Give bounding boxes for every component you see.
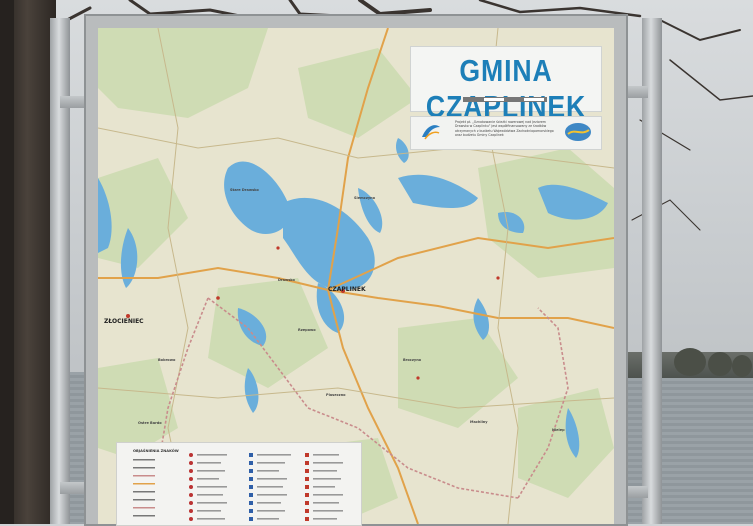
place-label: Nielep [552,428,565,432]
place-label: Bobrowo [158,358,176,362]
tree-trunk-edge [0,0,14,524]
crossbar-right-top [622,86,648,98]
sign-post-left [50,18,70,524]
tree-trunk [8,0,56,524]
legend-title: OBJAŚNIENIA ZNAKÓW [133,449,179,453]
place-label: Drawsko [278,278,295,282]
legend-symbols [133,453,343,521]
place-label: Ostre Bardo [138,421,162,425]
scale-bar [463,97,547,102]
pomorze-zachodnie-logo [422,125,440,140]
place-label: CZAPLINEK [328,286,366,293]
title-panel: GMINA CZAPLINEK [410,46,602,124]
funding-panel: Projekt pt. „Oznakowanie ścieżki rowerow… [410,116,602,150]
place-label: ZŁOCIENIEC [104,318,144,325]
place-label: Stare Drawsko [230,188,259,192]
place-label: Machliny [470,420,488,424]
map-drawing [98,28,614,524]
funding-text: Projekt pt. „Oznakowanie ścieżki rowerow… [455,120,554,138]
place-label: Siemczyno [354,196,376,200]
place-label: Piaseczno [326,393,346,397]
place-label: Broczyno [403,358,422,362]
crossbar-right-bottom [622,486,648,498]
place-label: Rzepowo [298,328,316,332]
pojezierze-drawskie-logo [565,123,591,141]
crossbar-left-bottom [60,482,90,494]
crossbar-left-top [60,96,90,108]
sign-title: GMINA CZAPLINEK [425,53,587,124]
sign-post-right [642,18,662,524]
map-legend: OBJAŚNIENIA ZNAKÓW [116,442,362,526]
